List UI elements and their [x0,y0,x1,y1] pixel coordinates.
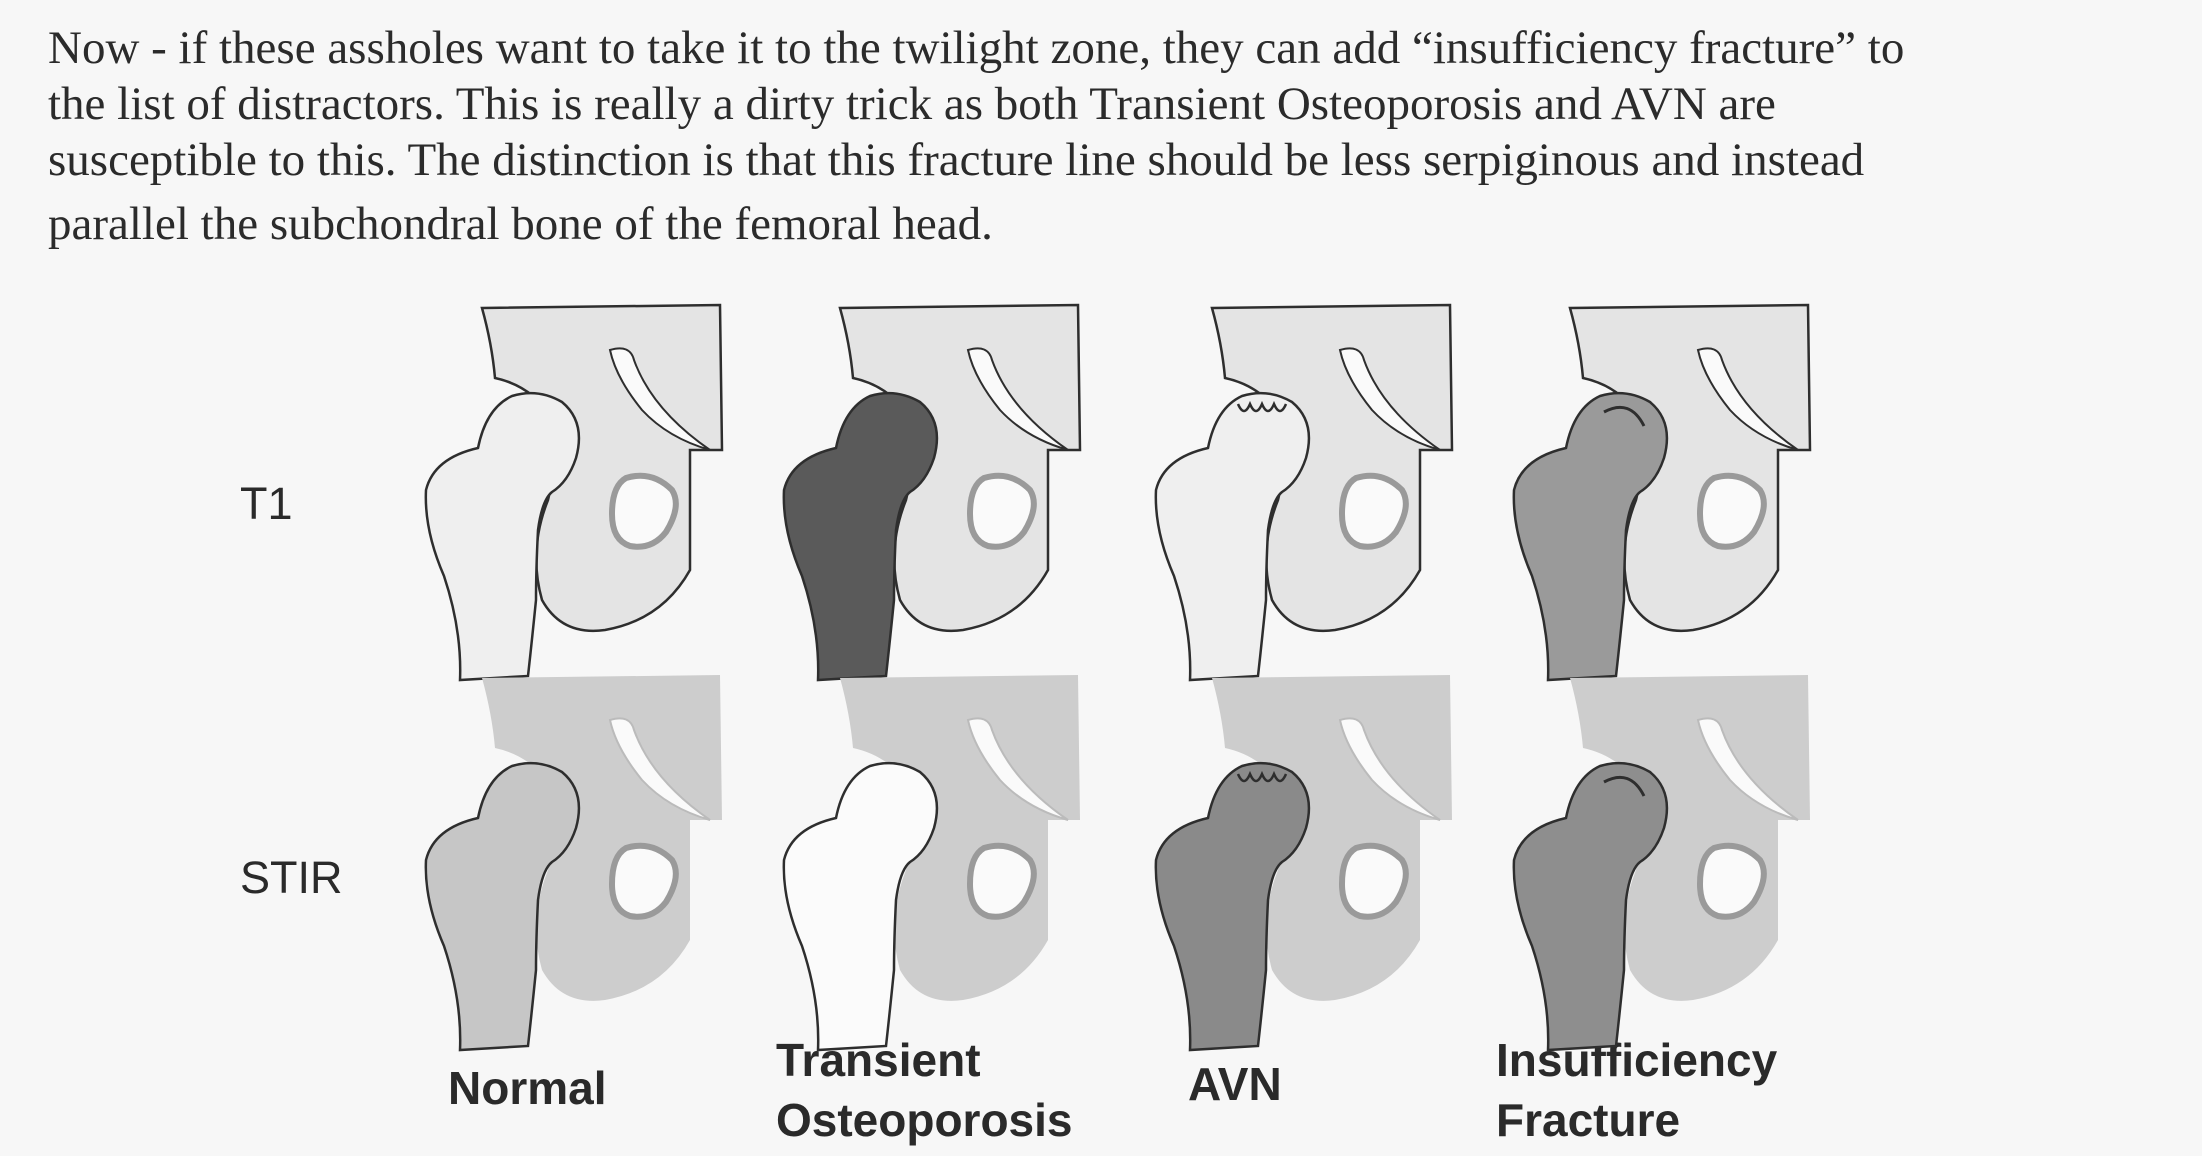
avn-serpiginous-line [1236,400,1288,413]
obturator-foramen [1338,472,1409,550]
column-label-line: Osteoporosis [776,1094,1073,1146]
teardrop-slit [966,347,1069,451]
teardrop-slit [966,717,1069,821]
column-label-normal: Normal [448,1058,606,1118]
column-label-avn: AVN [1188,1054,1282,1114]
hip-panels-grid [424,303,1812,1052]
obturator-foramen [966,472,1037,550]
hip-panel-t1-normal [424,303,724,682]
teardrop-slit [1338,717,1441,821]
hip-panel-stir-insufficiency-fracture [1512,675,1810,1052]
obturator-foramen [1696,472,1767,550]
teardrop-slit [1338,347,1441,451]
obturator-foramen [1696,842,1767,920]
obturator-foramen [608,842,679,920]
hip-panel-t1-transient-osteoporosis [782,303,1082,682]
intro-paragraph: Now - if these assholes want to take it … [48,20,2168,252]
paragraph-line: the list of distractors. This is really … [48,78,1776,130]
row-label-t1: T1 [240,478,293,529]
column-label-insufficiency-fracture: Insufficiency Fracture [1496,1030,1777,1150]
row-label-stir: STIR [240,852,343,903]
hip-panel-t1-avn [1154,303,1454,682]
column-label-line: AVN [1188,1058,1282,1110]
hip-panel-stir-normal [424,675,722,1052]
obturator-foramen [966,842,1037,920]
obturator-foramen [1338,842,1409,920]
fracture-line [1603,405,1646,427]
teardrop-slit [1696,717,1799,821]
column-label-line: Normal [448,1062,607,1114]
paragraph-line: susceptible to this. The distinction is … [48,134,1865,186]
teardrop-slit [1696,347,1799,451]
column-label-line: Insufficiency [1496,1034,1778,1086]
avn-serpiginous-line [1236,770,1288,783]
obturator-foramen [608,472,679,550]
paragraph-line: parallel the subchondral bone of the fem… [48,198,993,250]
teardrop-slit [608,347,711,451]
hip-panel-stir-avn [1154,675,1452,1052]
column-label-transient-osteoporosis: Transient Osteoporosis [776,1030,1073,1150]
fracture-line [1603,775,1646,797]
paragraph-line: Now - if these assholes want to take it … [48,22,1905,74]
column-label-line: Fracture [1496,1094,1681,1146]
hip-panel-t1-insufficiency-fracture [1512,303,1812,682]
teardrop-slit [608,717,711,821]
hip-panel-stir-transient-osteoporosis [782,675,1080,1052]
